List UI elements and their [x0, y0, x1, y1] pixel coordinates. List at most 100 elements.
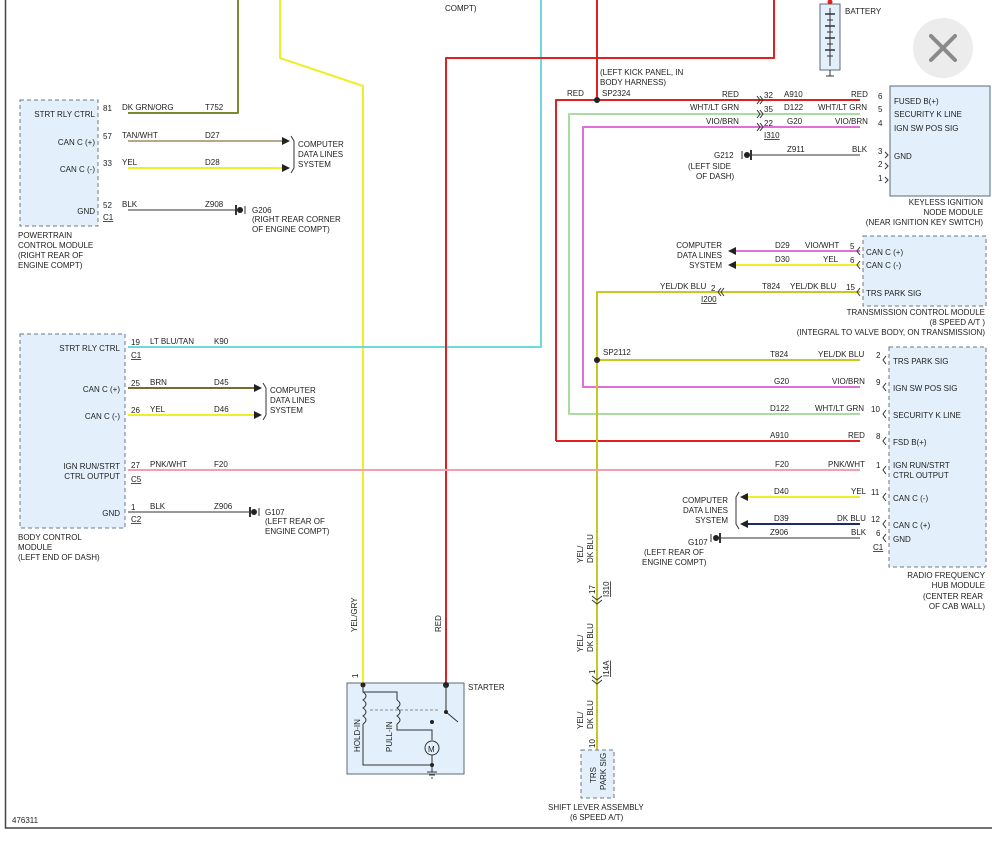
bcm-pin-1: 1 [131, 503, 136, 512]
ground-icon [711, 533, 720, 543]
tcm-name-2: (8 SPEED A/T ) [930, 318, 986, 327]
pcm-color-d27: TAN/WHT [122, 131, 158, 140]
tcm-circuit-d30: D30 [775, 255, 790, 264]
rfh-circuit-d122: D122 [770, 404, 790, 413]
bcm-circuit-f20: F20 [214, 460, 228, 469]
bcm-color-k90: LT BLU/TAN [150, 337, 194, 346]
bcm-conn-c5: C5 [131, 475, 142, 484]
pcm-cdl-3: SYSTEM [298, 160, 331, 169]
rfh-pin-2: 2 [876, 351, 881, 360]
kin-color-g20: VIO/BRN [706, 117, 739, 126]
bcm-circuit-d45: D45 [214, 378, 229, 387]
tcm-cdl-1: COMPUTER [676, 241, 722, 250]
bcm-name-3: (LEFT END OF DASH) [18, 553, 100, 562]
rfh-cdl-3: SYSTEM [695, 516, 728, 525]
tcm-name-3: (INTEGRAL TO VALVE BODY, ON TRANSMISSION… [797, 328, 986, 337]
shift-wire-label-3b: DK BLU [586, 700, 595, 729]
kin-cpin-22: 22 [764, 119, 773, 128]
shift-conn1-pin: 17 [588, 585, 597, 594]
tcm-color-d30: YEL [823, 255, 839, 264]
pcm-pin-57: 57 [103, 132, 112, 141]
tcm-pin-6: 6 [850, 256, 855, 265]
ground-icon [250, 507, 259, 517]
tcm-circuit-t824: T824 [762, 282, 781, 291]
shift-name-1: SHIFT LEVER ASSEMBLY [548, 803, 644, 812]
kin-pin-4: 4 [878, 119, 883, 128]
wire-t752 [128, 0, 238, 113]
tcm-cdl-2: DATA LINES [677, 251, 722, 260]
rfh-color-t824: YEL/DK BLU [818, 350, 864, 359]
shift-name-2: (6 SPEED A/T) [570, 813, 624, 822]
starter-pin: 1 [351, 673, 360, 678]
bcm-pin-label-gnd: GND [102, 509, 120, 518]
rfh-color-f20: PNK/WHT [828, 460, 865, 469]
rfh-g107-line1: (LEFT REAR OF [644, 548, 704, 557]
rfh-pin-10: 10 [871, 405, 880, 414]
rfh-color-d122: WHT/LT GRN [815, 404, 864, 413]
tcm-left-pin: 2 [711, 284, 716, 293]
kin-pin-label-gnd: GND [894, 152, 912, 161]
rfh-pin-marks [883, 356, 886, 542]
pcm-name-4: ENGINE COMPT) [18, 261, 83, 270]
tcm-pin-label-trs: TRS PARK SIG [866, 289, 921, 298]
tcm-pin-15: 15 [846, 283, 855, 292]
bcm-color-z906: BLK [150, 502, 166, 511]
pcm-name-3: (RIGHT REAR OF [18, 251, 83, 260]
kin-circuit-d122: D122 [784, 103, 804, 112]
tcm-left-color: YEL/DK BLU [660, 282, 706, 291]
shift-pin: 10 [588, 739, 597, 748]
close-button[interactable] [913, 18, 973, 78]
rfh-color-g20: VIO/BRN [832, 377, 865, 386]
kin-color-a910-r: RED [851, 90, 868, 99]
rfh-name-1: RADIO FREQUENCY [907, 571, 985, 580]
rfh-pin-label-fsd: FSD B(+) [893, 438, 927, 447]
rfh-circuit-a910: A910 [770, 431, 789, 440]
tcm-cdl-3: SYSTEM [689, 261, 722, 270]
kin-pin-label-seck: SECURITY K LINE [894, 110, 962, 119]
bcm-conn-c2: C2 [131, 515, 142, 524]
kin-pin-label-ign: IGN SW POS SIG [894, 124, 958, 133]
sp2324-name: SP2324 [602, 89, 631, 98]
tcm-left-conn: I200 [701, 295, 717, 304]
kin-cpin-35: 35 [764, 105, 773, 114]
rfh-pin-8: 8 [876, 432, 881, 441]
rfh-pin-11: 11 [871, 488, 880, 497]
tcm-color-d29: VIO/WHT [805, 241, 839, 250]
figure-id: 476311 [12, 816, 39, 825]
bcm-cdl-bracket [263, 383, 266, 420]
tcm-name-1: TRANSMISSION CONTROL MODULE [847, 308, 985, 317]
pcm-color-d28: YEL [122, 158, 138, 167]
rfh-pin-label-run1: IGN RUN/STRT [893, 461, 950, 470]
rfh-cdl-2: DATA LINES [683, 506, 728, 515]
kin-pin-5: 5 [878, 105, 883, 114]
kin-red-left-label: RED [567, 89, 584, 98]
pcm-circuit-z908: Z908 [205, 200, 224, 209]
kin-cpin-32: 32 [764, 91, 773, 100]
rfh-g107-name: G107 [688, 538, 708, 547]
bcm-pin-27: 27 [131, 461, 140, 470]
splice-sp2324 [594, 97, 600, 103]
pcm-pin-81: 81 [103, 104, 112, 113]
rfh-color-d40: YEL [851, 487, 867, 496]
bcm-circuit-z906: Z906 [214, 502, 233, 511]
rfh-circuit-f20: F20 [775, 460, 789, 469]
kin-circuit-g20: G20 [787, 117, 803, 126]
starter-red-label: RED [434, 615, 443, 632]
pcm-pin-52: 52 [103, 201, 112, 210]
pcm-color-z908: BLK [122, 200, 138, 209]
kin-conn-i310: I310 [764, 131, 780, 140]
pcm-cdl-bracket [291, 136, 294, 173]
kin-circuit-a910: A910 [784, 90, 803, 99]
rfh-pin-1: 1 [876, 461, 881, 470]
rfh-pin-12: 12 [871, 515, 880, 524]
bcm-pin-label-strt: STRT RLY CTRL [59, 344, 120, 353]
g212-line1: (LEFT SIDE [688, 162, 731, 171]
tcm-circuit-d29: D29 [775, 241, 790, 250]
rfh-pin-label-trs: TRS PARK SIG [893, 357, 948, 366]
bcm-cdl-2: DATA LINES [270, 396, 315, 405]
pcm-arrow-d27 [282, 137, 290, 145]
pcm-cdl-1: COMPUTER [298, 140, 344, 149]
ground-icon [236, 205, 245, 215]
